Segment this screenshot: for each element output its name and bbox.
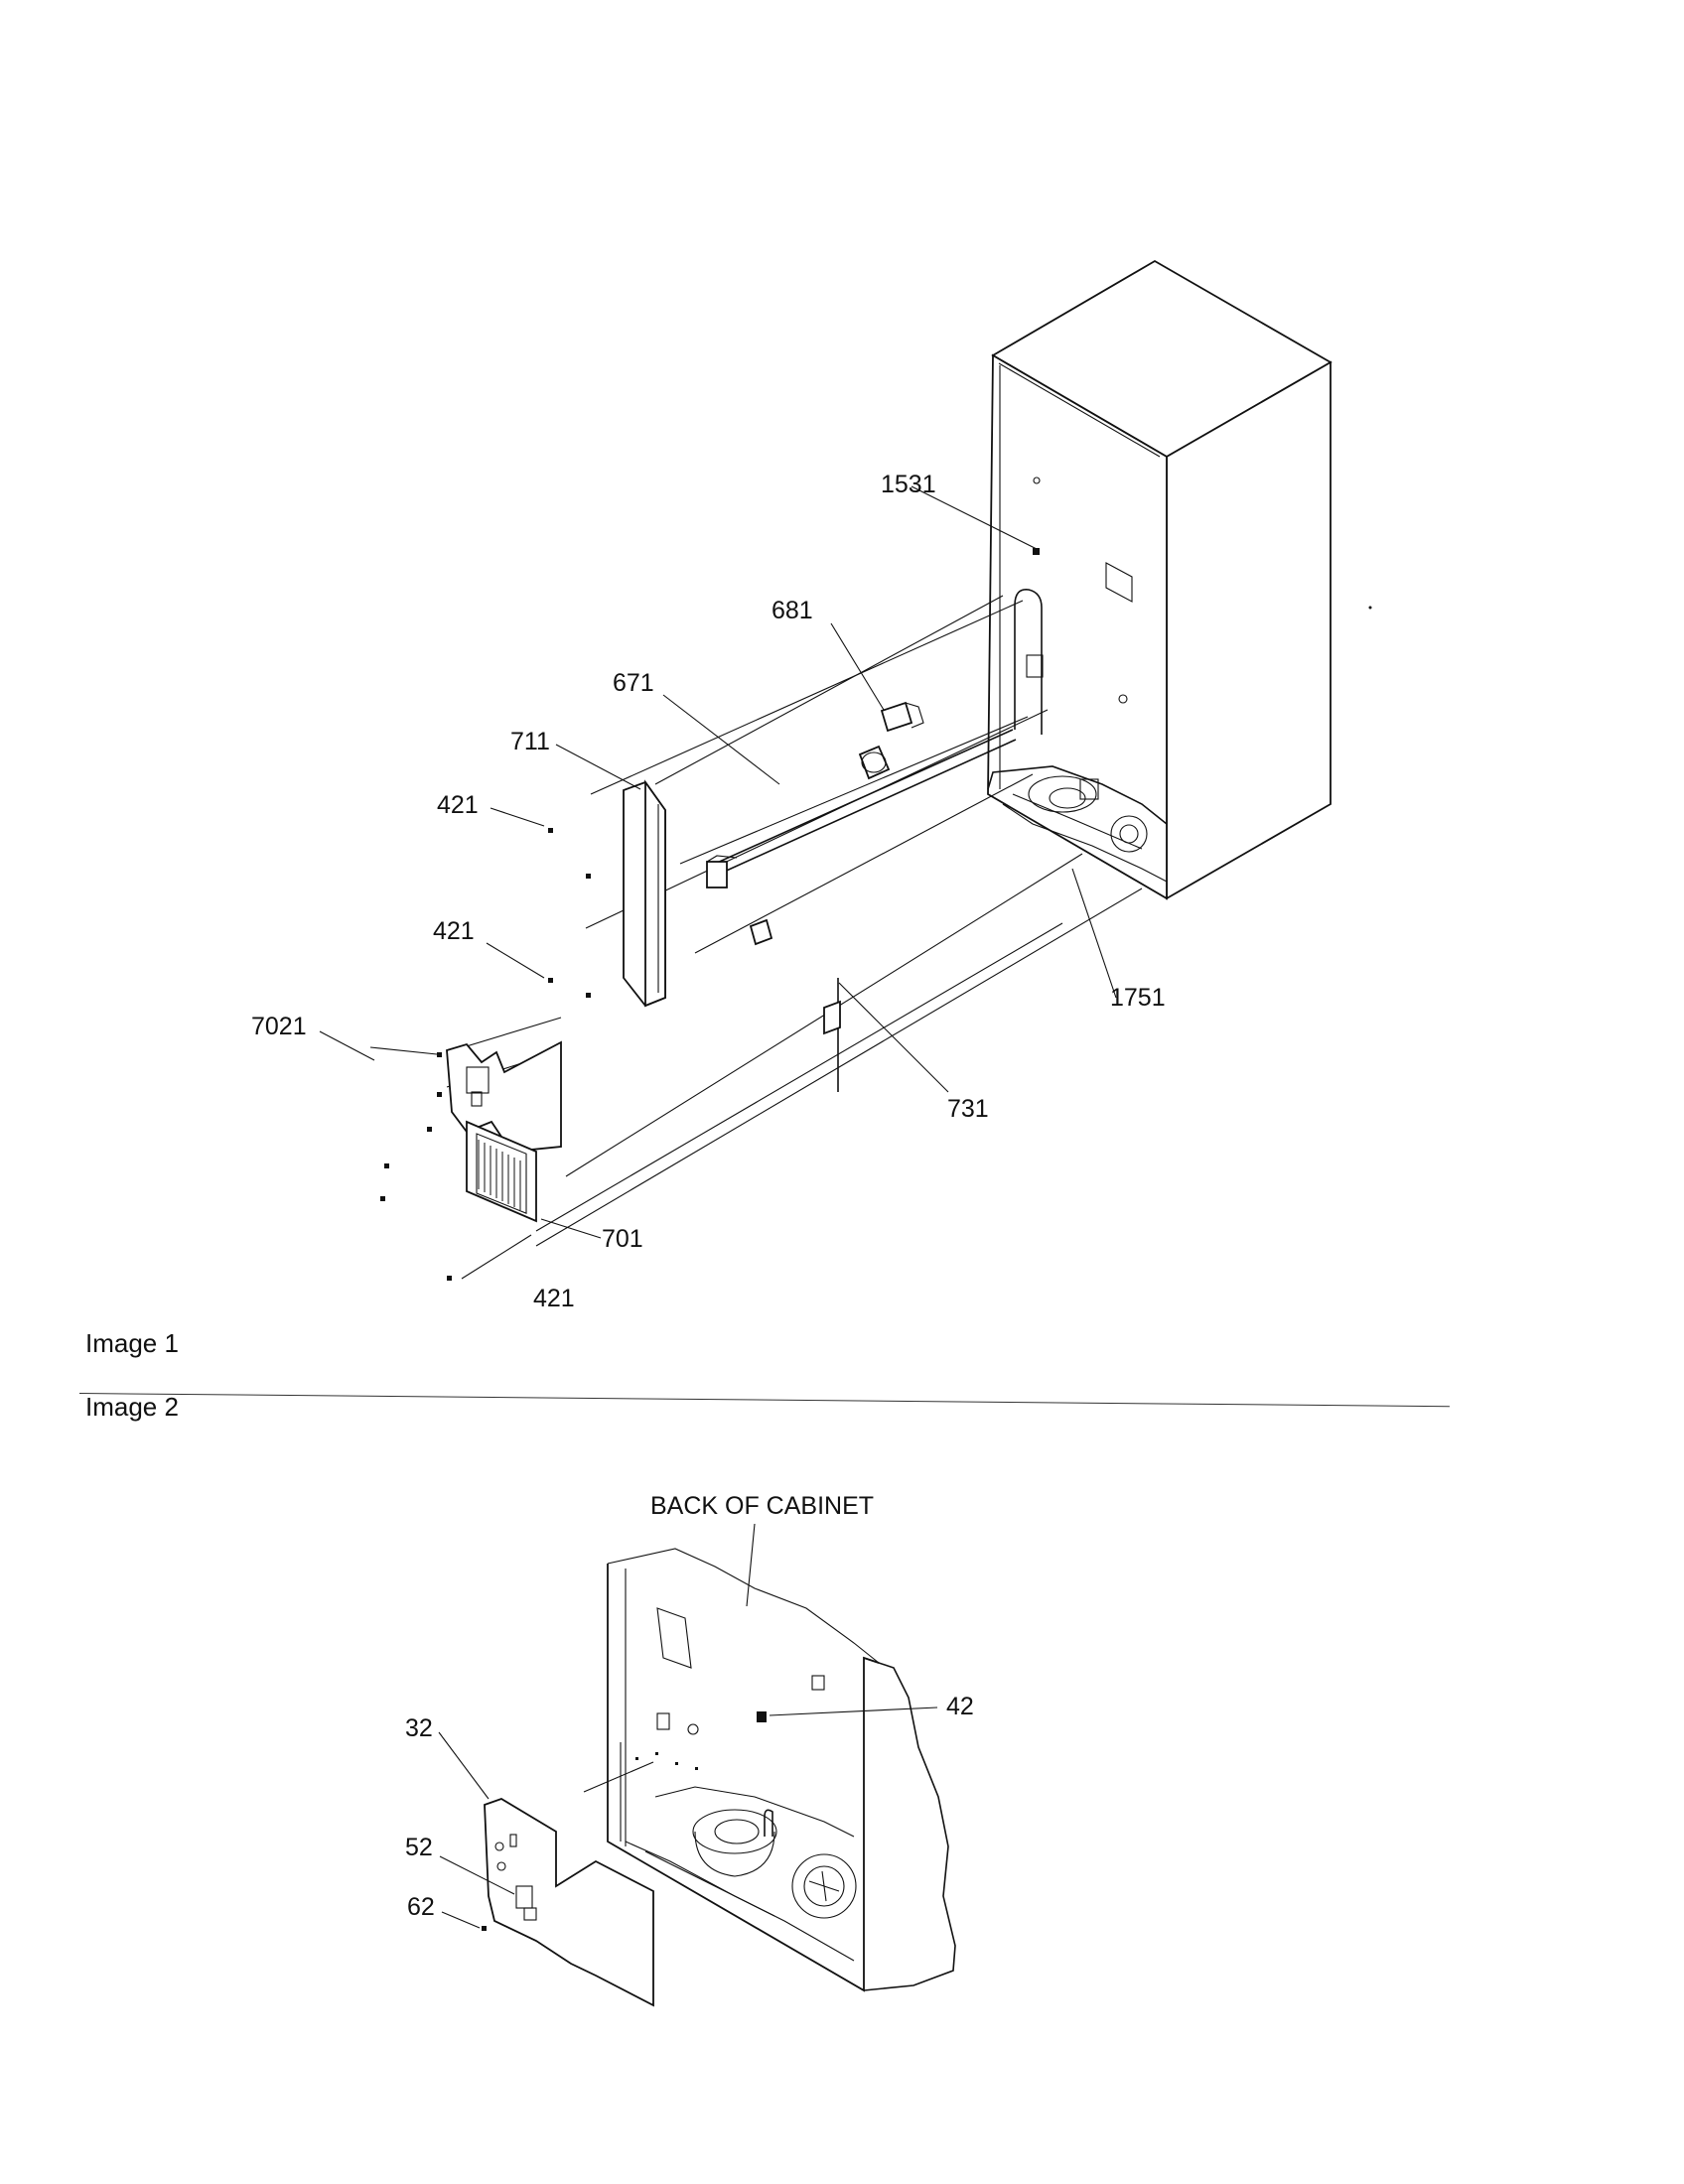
scan-speck (1368, 606, 1372, 610)
callout-52: 52 (405, 1834, 433, 1861)
callout-421-top: 421 (437, 791, 479, 819)
part-711-panel (623, 779, 666, 1008)
part-681 (858, 701, 924, 780)
image-1-label: Image 1 (85, 1328, 179, 1358)
cabinet-back-cutaway (607, 1548, 956, 1992)
callout-1751: 1751 (1110, 984, 1166, 1012)
callout-421-middle: 421 (433, 917, 475, 945)
callout-42: 42 (946, 1693, 974, 1720)
fastener-1531 (911, 485, 1040, 555)
callout-1531: 1531 (881, 471, 936, 498)
part-731 (749, 918, 841, 1092)
part-701-grille (380, 1120, 537, 1223)
image-2-label: Image 2 (85, 1392, 179, 1422)
part-32-cover-panel (484, 1761, 654, 2007)
callout-7021: 7021 (251, 1013, 307, 1040)
part-671-rod (706, 729, 1017, 888)
callout-731: 731 (947, 1095, 989, 1123)
callout-681: 681 (772, 597, 813, 624)
callout-62: 62 (407, 1893, 435, 1921)
bay-rivets (635, 1752, 698, 1770)
fasteners-421 (447, 828, 591, 1281)
leader-lines-image-2 (438, 1523, 938, 1929)
callout-32: 32 (405, 1714, 433, 1742)
fastener-62 (482, 1926, 487, 1931)
explosion-lines (446, 595, 1143, 1247)
callout-701: 701 (602, 1225, 643, 1253)
leader-lines (319, 622, 1117, 1239)
callout-671: 671 (613, 669, 654, 697)
callout-421-bottom: 421 (533, 1285, 575, 1312)
back-of-cabinet-title: BACK OF CABINET (650, 1492, 874, 1520)
refrigerator-cabinet (987, 259, 1333, 900)
callout-711: 711 (510, 728, 550, 755)
part-7021-bracket (369, 1040, 562, 1153)
